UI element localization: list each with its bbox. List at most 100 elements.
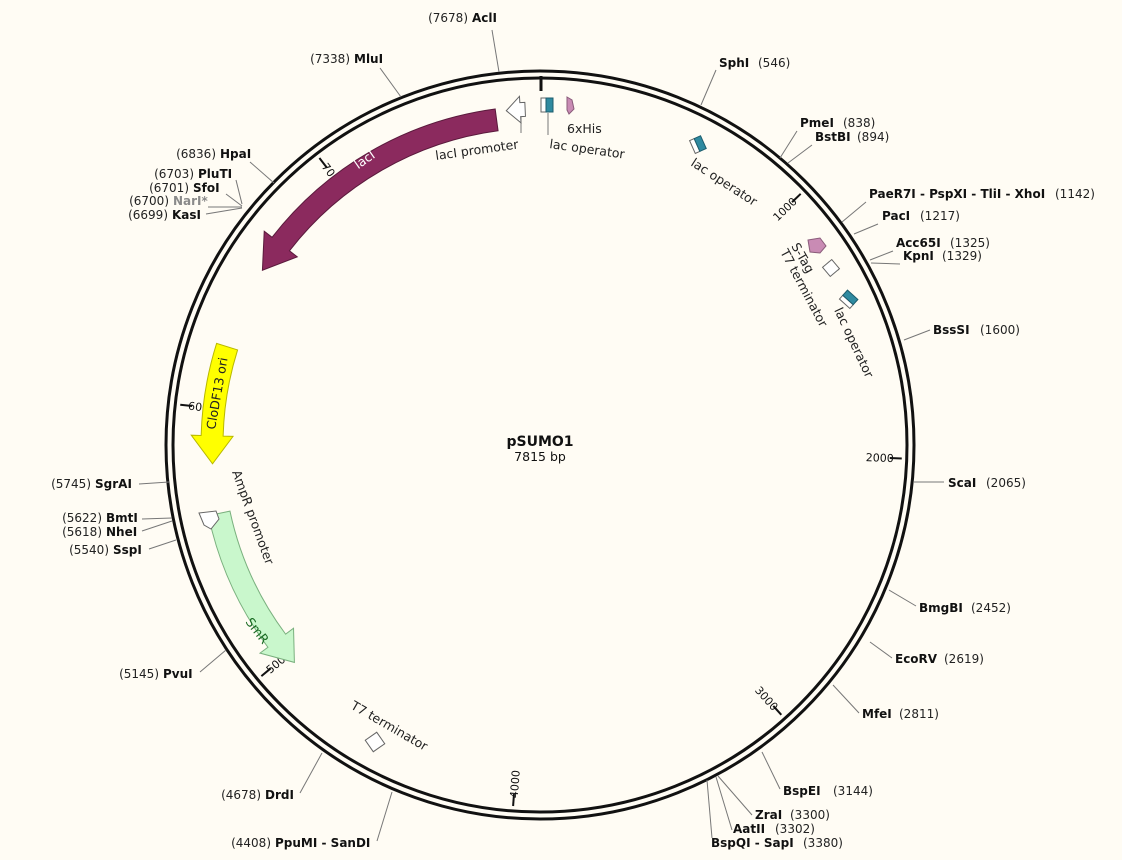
site-leader-line bbox=[225, 193, 243, 207]
svg-text:BssSI: BssSI bbox=[933, 323, 970, 337]
site-leader-line bbox=[700, 69, 717, 106]
svg-text:(5540): (5540) bbox=[69, 543, 109, 557]
lac-operator-box-top[interactable] bbox=[545, 97, 554, 113]
svg-text:SspI: SspI bbox=[113, 543, 142, 557]
site-label-drdi[interactable]: (4678)DrdI bbox=[221, 788, 294, 802]
cloDF13-ori-feature[interactable] bbox=[190, 342, 239, 465]
site-leader-line bbox=[235, 179, 243, 205]
scale-tick bbox=[772, 705, 783, 716]
site-label-paer7i-pspxi-tlii-xhoi[interactable]: PaeR7I - PspXI - TliI - XhoI (1142) bbox=[869, 187, 1095, 201]
site-label-mlui[interactable]: (7338)MluI bbox=[310, 52, 383, 66]
svg-text:PvuI: PvuI bbox=[163, 667, 193, 681]
s-tag-marker[interactable] bbox=[807, 237, 827, 254]
plasmid-name: pSUMO1 bbox=[506, 434, 573, 450]
svg-text:(838): (838) bbox=[843, 116, 875, 130]
site-label-bspqi-sapi[interactable]: BspQI - SapI(3380) bbox=[711, 836, 843, 850]
scale-tick bbox=[318, 157, 328, 169]
site-label-sphi[interactable]: SphI(546) bbox=[719, 56, 790, 70]
lac-operator-marker-right[interactable] bbox=[688, 135, 707, 155]
site-label-sgrai[interactable]: (5745)SgrAI bbox=[51, 477, 132, 491]
lacI-promoter-feature[interactable] bbox=[505, 95, 526, 124]
svg-text:(6699): (6699) bbox=[128, 208, 168, 222]
site-label-sfoi[interactable]: (6701)SfoI bbox=[149, 181, 219, 195]
ampr-promoter-marker[interactable] bbox=[198, 510, 220, 530]
site-leader-line bbox=[903, 329, 931, 341]
site-label-nari[interactable]: (6700)NarI* bbox=[129, 194, 208, 208]
smr-feature[interactable] bbox=[207, 510, 295, 664]
svg-text:(1142): (1142) bbox=[1055, 187, 1095, 201]
scale-tick bbox=[180, 403, 193, 408]
his6-tag-marker[interactable] bbox=[566, 96, 575, 115]
scale-tick-label: 4000 bbox=[508, 770, 523, 799]
svg-text:BspEI: BspEI bbox=[783, 784, 821, 798]
svg-text:MluI: MluI bbox=[354, 52, 383, 66]
plasmid-backbone bbox=[164, 69, 916, 821]
his6-label: 6xHis bbox=[567, 121, 602, 136]
site-label-bspei[interactable]: BspEI(3144) bbox=[783, 784, 873, 798]
lac-operator-marker-top[interactable] bbox=[540, 97, 547, 113]
site-leader-line bbox=[870, 262, 901, 265]
lacI-feature[interactable] bbox=[261, 108, 499, 272]
site-label-bmti[interactable]: (5622)BmtI bbox=[62, 511, 138, 525]
svg-text:NarI*: NarI* bbox=[173, 194, 209, 208]
t7-terminator-box-right[interactable] bbox=[821, 258, 841, 278]
site-leader-line bbox=[706, 779, 713, 839]
site-label-pluti[interactable]: (6703)PluTI bbox=[154, 167, 232, 181]
svg-text:EcoRV: EcoRV bbox=[895, 652, 938, 666]
plasmid-length: 7815 bp bbox=[514, 449, 566, 464]
svg-text:(2065): (2065) bbox=[986, 476, 1026, 490]
site-leader-line bbox=[141, 517, 173, 520]
svg-text:ScaI: ScaI bbox=[948, 476, 976, 490]
site-label-pvui[interactable]: (5145) PvuI bbox=[119, 667, 193, 681]
svg-text:(1600): (1600) bbox=[980, 323, 1020, 337]
site-leader-line bbox=[853, 223, 879, 235]
site-label-bstbi[interactable]: BstBI(894) bbox=[815, 130, 889, 144]
site-label-ppumi-sandi[interactable]: (4408) PpuMI - SanDI bbox=[231, 836, 370, 850]
site-label-paci[interactable]: PacI (1217) bbox=[882, 209, 960, 223]
site-leader-line bbox=[148, 539, 177, 550]
t7-terminator-box-bottom[interactable] bbox=[364, 731, 386, 753]
site-label-aatii[interactable]: AatII (3302) bbox=[733, 822, 815, 836]
svg-text:(3302): (3302) bbox=[775, 822, 815, 836]
site-label-kpni[interactable]: KpnI(1329) bbox=[903, 249, 982, 263]
site-label-acli[interactable]: (7678)AclI bbox=[428, 11, 497, 25]
svg-text:AatII: AatII bbox=[733, 822, 765, 836]
site-label-sspi[interactable]: (5540) SspI bbox=[69, 543, 142, 557]
site-label-nhei[interactable]: (5618)NheI bbox=[62, 525, 137, 539]
svg-text:PacI: PacI bbox=[882, 209, 910, 223]
site-label-ecorv[interactable]: EcoRV(2619) bbox=[895, 652, 984, 666]
site-label-hpai[interactable]: (6836)HpaI bbox=[176, 147, 251, 161]
site-leader-line bbox=[715, 776, 733, 831]
site-leader-line bbox=[779, 130, 798, 159]
site-label-zrai[interactable]: ZraI(3300) bbox=[755, 808, 830, 822]
lac-operator-marker-lower-right[interactable] bbox=[838, 289, 859, 310]
plasmid-title-block: pSUMO1 7815 bp bbox=[506, 434, 573, 464]
svg-text:(1329): (1329) bbox=[942, 249, 982, 263]
svg-text:(3300): (3300) bbox=[790, 808, 830, 822]
site-leader-line bbox=[138, 481, 170, 485]
svg-text:PaeR7I - PspXI - TliI - XhoI: PaeR7I - PspXI - TliI - XhoI bbox=[869, 187, 1045, 201]
svg-text:BmgBI: BmgBI bbox=[919, 601, 963, 615]
svg-text:(1217): (1217) bbox=[920, 209, 960, 223]
site-leader-line bbox=[376, 791, 393, 842]
site-label-mfei[interactable]: MfeI(2811) bbox=[862, 707, 939, 721]
site-label-scai[interactable]: ScaI (2065) bbox=[948, 476, 1026, 490]
svg-text:BspQI - SapI: BspQI - SapI bbox=[711, 836, 794, 850]
svg-text:BstBI: BstBI bbox=[815, 130, 851, 144]
site-label-pmei[interactable]: PmeI(838) bbox=[800, 116, 875, 130]
svg-text:(4408): (4408) bbox=[231, 836, 271, 850]
site-label-kasi[interactable]: (6699)KasI bbox=[128, 208, 201, 222]
site-label-acc65i[interactable]: Acc65I(1325) bbox=[896, 236, 990, 250]
svg-text:(2452): (2452) bbox=[971, 601, 1011, 615]
svg-text:Acc65I: Acc65I bbox=[896, 236, 941, 250]
svg-text:PpuMI - SanDI: PpuMI - SanDI bbox=[275, 836, 370, 850]
site-leader-line bbox=[761, 751, 781, 790]
site-label-bsssi[interactable]: BssSI (1600) bbox=[933, 323, 1020, 337]
svg-text:NheI: NheI bbox=[106, 525, 137, 539]
svg-text:(5145): (5145) bbox=[119, 667, 159, 681]
svg-text:AclI: AclI bbox=[472, 11, 497, 25]
svg-text:PluTI: PluTI bbox=[198, 167, 232, 181]
svg-text:(5622): (5622) bbox=[62, 511, 102, 525]
site-label-bmgbi[interactable]: BmgBI (2452) bbox=[919, 601, 1011, 615]
